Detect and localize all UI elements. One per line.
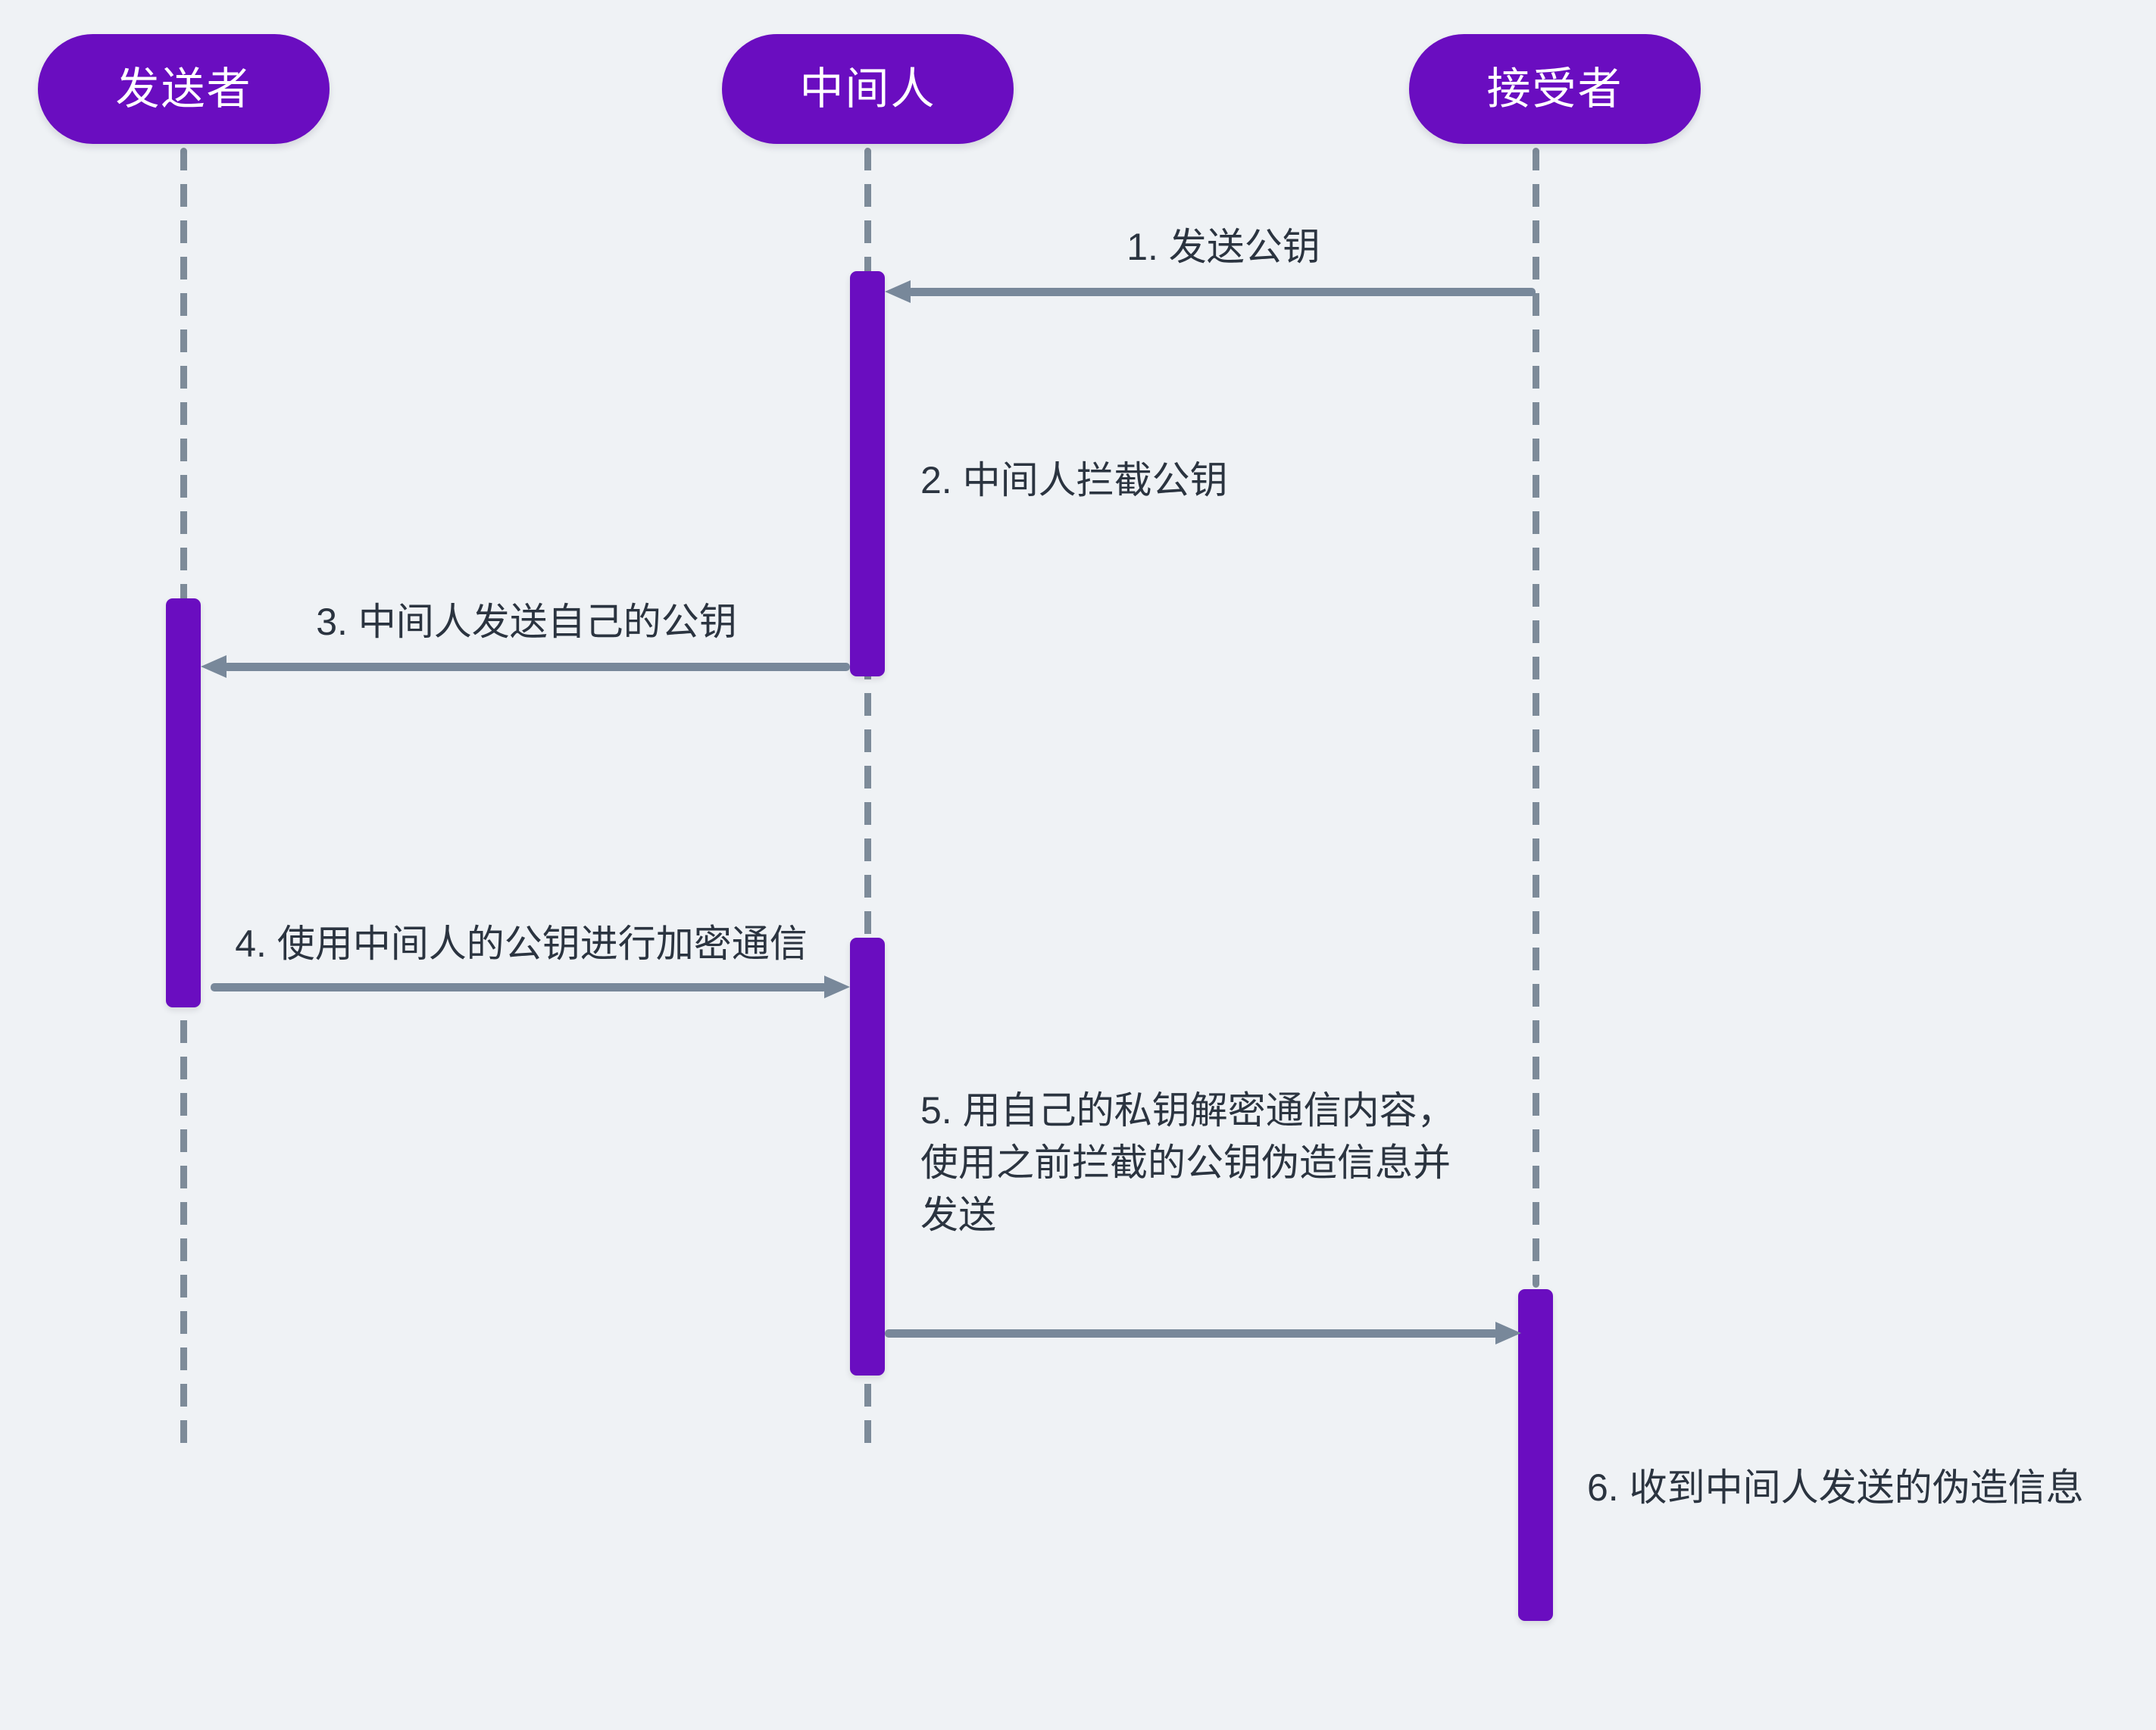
actor-label: 中间人 (799, 64, 936, 114)
activation-bar-sender (166, 598, 201, 1007)
activation-bar-attacker (850, 938, 885, 1376)
message-label-2: 2. 中间人拦截公钥 (920, 459, 1228, 501)
actor-label: 接受者 (1486, 64, 1623, 114)
actor-sender[interactable]: 发送者 (38, 34, 330, 144)
message-label-5: 5. 用自己的私钥解密通信内容， 使用之前拦截的公钥伪造信息并 发送 (920, 1089, 1455, 1236)
message-label-6: 6. 收到中间人发送的伪造信息 (1587, 1466, 2084, 1509)
activation-bar-attacker (850, 271, 885, 676)
arrow-head-icon (885, 280, 911, 303)
arrow-shaft (908, 288, 1536, 296)
arrow-shaft (223, 663, 850, 671)
lifeline-receiver (1532, 148, 1539, 1288)
actor-attacker[interactable]: 中间人 (722, 34, 1014, 144)
arrow-head-icon (201, 655, 227, 678)
actor-label: 发送者 (115, 64, 252, 114)
lifeline-attacker (864, 148, 871, 1453)
message-label-4: 4. 使用中间人的公钥进行加密通信 (235, 923, 808, 965)
arrow-head-icon (824, 976, 850, 998)
arrow-head-icon (1495, 1322, 1521, 1344)
actor-receiver[interactable]: 接受者 (1409, 34, 1701, 144)
message-label-1: 1. 发送公钥 (1126, 226, 1320, 268)
arrow-shaft (211, 983, 827, 991)
activation-bar-receiver (1518, 1289, 1553, 1621)
message-arrow-link-attacker-to-receiver (885, 1322, 1521, 1344)
message-arrow-3-attacker-to-sender (201, 655, 850, 678)
message-label-3: 3. 中间人发送自己的公钥 (316, 601, 737, 643)
arrow-shaft (885, 1329, 1498, 1338)
message-arrow-4-sender-to-attacker (211, 976, 850, 998)
message-arrow-1-receiver-to-attacker (885, 280, 1536, 303)
